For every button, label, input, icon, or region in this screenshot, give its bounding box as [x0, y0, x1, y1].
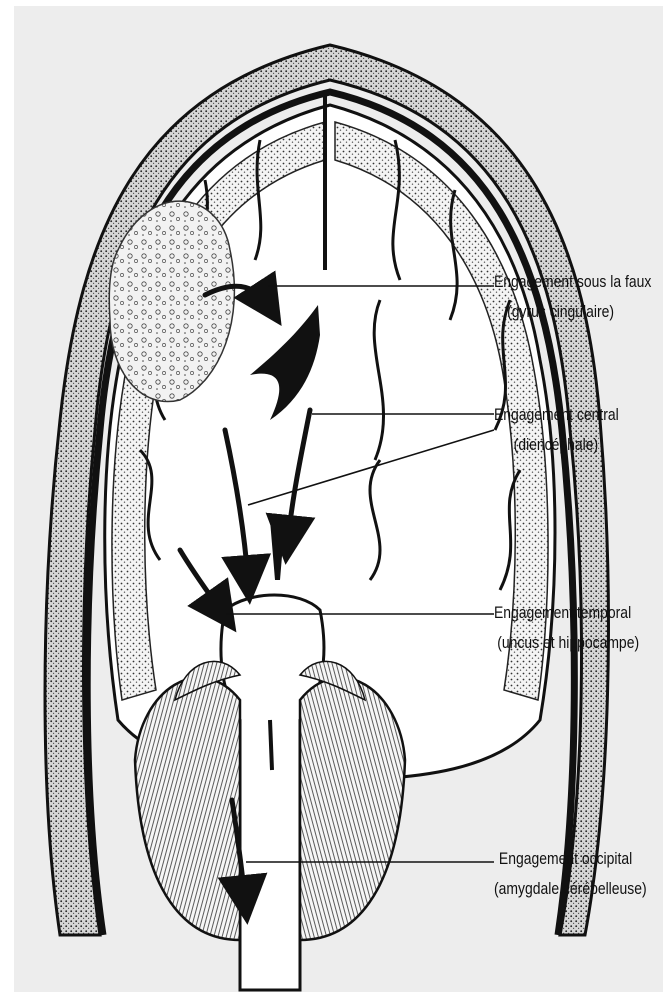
label-central-detail: (diencéphale): [494, 430, 619, 460]
label-temporal-detail: (uncus et hippocampe): [494, 628, 639, 658]
label-temporal: Engagement temporal (uncus et hippocampe…: [494, 598, 639, 658]
label-occipital-title: Engagement occipital: [494, 844, 647, 874]
label-subfalcine: Engagement sous la faux (gyrus cingulair…: [494, 267, 651, 327]
label-central: Engagement central (diencéphale): [494, 400, 619, 460]
label-temporal-title: Engagement temporal: [494, 598, 639, 628]
label-occipital-detail: (amygdale cérébelleuse): [494, 874, 647, 904]
label-occipital: Engagement occipital (amygdale cérébelle…: [494, 844, 647, 904]
label-subfalcine-title: Engagement sous la faux: [494, 267, 651, 297]
label-subfalcine-detail: (gyrus cingulaire): [494, 297, 651, 327]
label-central-title: Engagement central: [494, 400, 619, 430]
